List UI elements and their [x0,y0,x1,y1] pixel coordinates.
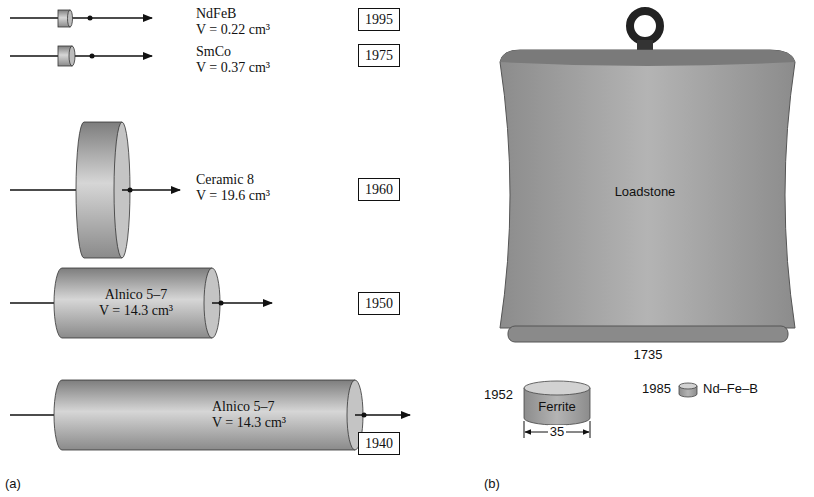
alnico-body: Alnico 5–7V = 14.3 cm³ [212,392,348,438]
node-text: Loadstone [615,184,676,199]
node-text: Alnico 5–7 [212,399,275,415]
node-text: 1950 [365,296,393,311]
alnico-body: Alnico 5–7V = 14.3 cm³ [66,280,206,326]
label-text: Ceramic 8 [196,172,254,187]
label-text: 1735 [634,348,663,362]
node-text: Ferrite [538,399,576,414]
smco-magnet [10,46,152,66]
label-text: V = 0.22 cm³ [196,22,270,37]
label-text: 1952 [484,388,513,402]
label-text: NdFeB [196,6,236,21]
label-text: V = 19.6 cm³ [196,188,270,203]
node-text: V = 14.3 cm³ [212,415,286,431]
year-box: 1950 [358,292,400,315]
label-text: 1985 [642,382,671,396]
year-box: 1995 [358,8,400,31]
node-text: 1940 [365,436,393,451]
alnico-magnet [10,268,272,338]
label-text: SmCo [196,44,231,59]
ndfeb-small-magnet [679,383,697,397]
loadstone [500,11,795,342]
year-box: 1960 [358,178,400,201]
node-text: 1960 [365,182,393,197]
label-text: (a) [5,477,21,491]
label-text: (b) [484,477,500,491]
loadstone-body: Loadstone [560,178,730,204]
year-box: 1975 [358,44,400,67]
ferrite-magnet [524,381,590,425]
node-text: V = 14.3 cm³ [99,303,173,319]
label-text: 35 [548,425,566,439]
label-text: V = 0.37 cm³ [196,60,270,75]
node-text: 1975 [365,48,393,63]
node-text: 1995 [365,12,393,27]
alnico-magnet [10,380,410,450]
label-text: Nd–Fe–B [703,382,758,396]
year-box: 1940 [358,432,400,455]
ceramic-magnet [10,122,180,258]
ferrite-body: Ferrite [525,396,589,416]
ndfeb-magnet [10,10,152,27]
node-text: Alnico 5–7 [105,287,168,303]
